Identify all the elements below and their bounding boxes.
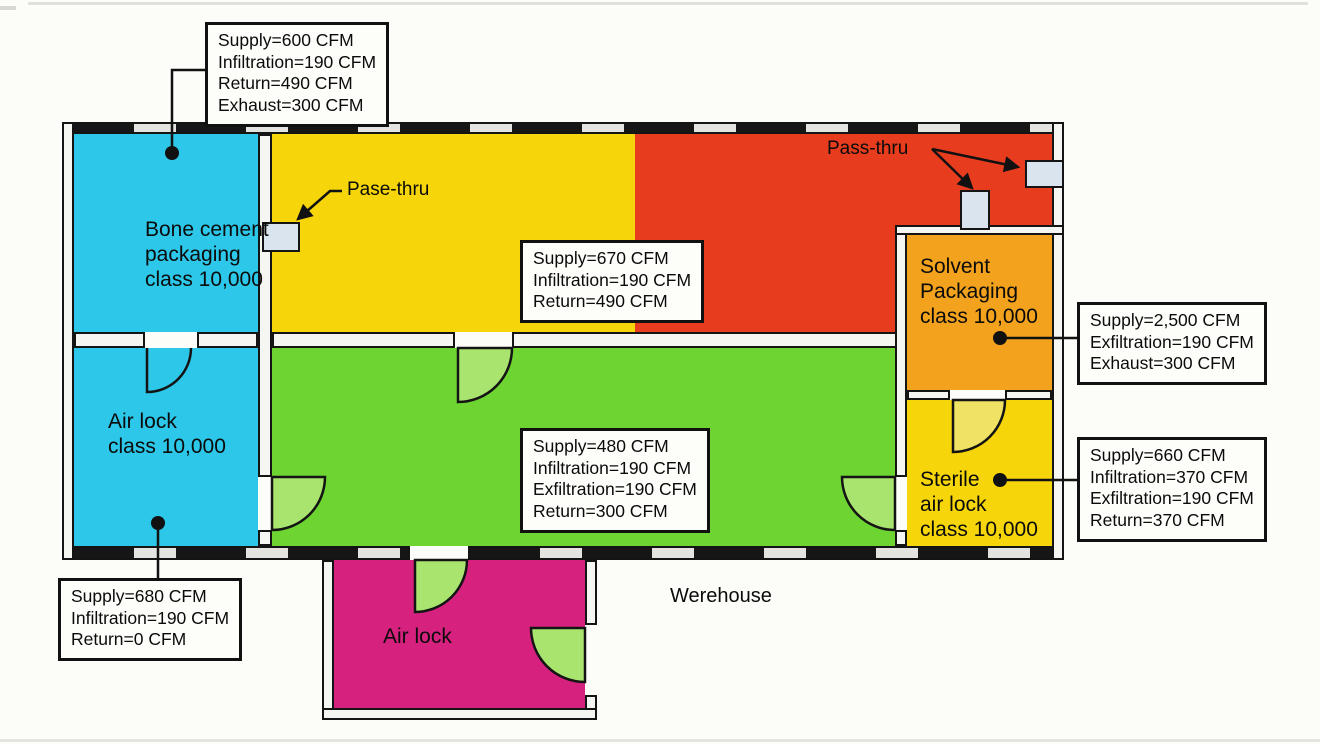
wall-bottom-right [468,546,1064,560]
annotation-line: Supply=670 CFM [533,248,669,268]
room-solvent-packaging [907,235,1052,390]
label-line: class 10,000 [108,434,226,458]
wall-mid-horizontal-left [272,332,455,348]
annotation-line: Infiltration=370 CFM [1090,466,1249,487]
arrow-pass-thru-right-1 [931,147,1021,173]
annotation-green-room: Supply=480 CFM Infiltration=190 CFM Exfi… [520,428,710,533]
annotation-line: Infiltration=190 CFM [71,607,230,628]
door-cyan-split [145,347,193,394]
leader-dot-air-lock [151,516,165,530]
leader-dot-bone-cement [165,146,179,160]
label-line: class 10,000 [145,267,263,291]
arrow-pass-thru-right-2 [931,148,974,190]
door-yellow-to-green [456,346,514,404]
annotation-line: Exfiltration=190 CFM [1090,488,1254,509]
wall-right-column-lower [895,530,907,546]
wall-solvent-bottom-right [1005,390,1052,400]
wall-airlock-bottom [322,708,597,720]
wall-left [62,122,74,560]
label-bottom-air-lock: Air lock [383,625,452,648]
door-airlock-to-green [270,475,327,532]
callout-pass-thru-right: Pass-thru [827,138,909,159]
callout-pass-thru-left: Pase-thru [347,179,430,200]
label-bone-cement: Bone cement packaging class 10,000 [145,218,269,292]
annotation-yellow-room: Supply=670 CFM Infiltration=190 CFM Retu… [520,240,705,324]
wall-cyan-split-left [74,332,145,348]
wall-cyan-vertical-lower [258,530,272,546]
room-bone-cement [74,134,258,332]
arrow-pass-thru-left [296,189,342,221]
annotation-line: Supply=480 CFM [533,436,669,456]
wall-cyan-vertical-upper [258,134,272,477]
annotation-air-lock: Supply=680 CFM Infiltration=190 CFM Retu… [58,578,243,662]
room-air-lock-main [74,348,258,546]
wall-cyan-split-right [197,332,258,348]
label-line: Sterile [920,468,980,491]
annotation-line: Exhaust=300 CFM [1090,353,1236,374]
leader-dot-sterile [993,473,1007,487]
leader-bone-cement [170,68,205,153]
annotation-line: Exfiltration=190 CFM [533,479,697,500]
annotation-line: Supply=2,500 CFM [1090,310,1241,330]
door-green-to-sterile [840,475,897,532]
annotation-line: Exfiltration=190 CFM [1090,331,1254,352]
leader-dot-solvent [993,331,1007,345]
label-line: Solvent [920,255,991,278]
scan-artifact-bottom [0,739,1320,742]
label-line: class 10,000 [920,304,1038,328]
annotation-line: Return=370 CFM [1090,510,1225,531]
door-solvent-to-sterile [951,398,1007,454]
annotation-line: Supply=600 CFM [218,30,354,50]
wall-solvent-bottom-left [907,390,950,400]
annotation-bone-cement: Supply=600 CFM Infiltration=190 CFM Retu… [205,22,390,127]
door-green-to-bottom-airlock [413,558,469,614]
label-line: Bone cement [145,218,269,241]
annotation-line: Infiltration=190 CFM [533,269,692,290]
label-air-lock-main: Air lock class 10,000 [108,410,226,460]
wall-airlock-right-upper [585,560,597,625]
annotation-line: Infiltration=190 CFM [218,51,377,72]
pass-thru-box-right-wall [1025,160,1064,188]
annotation-sterile: Supply=660 CFM Infiltration=370 CFM Exfi… [1077,437,1267,542]
label-line: air lock [920,492,987,516]
annotation-line: Infiltration=190 CFM [533,457,692,478]
annotation-line: Return=300 CFM [533,501,668,522]
label-solvent: Solvent Packaging class 10,000 [920,255,1038,329]
label-line: packaging [145,242,241,266]
annotation-line: Exhaust=300 CFM [218,95,364,116]
scan-artifact-top [28,2,1308,5]
pass-thru-box-solvent [960,190,990,230]
annotation-line: Return=490 CFM [218,73,353,94]
label-sterile-air-lock: Sterile air lock class 10,000 [920,468,1038,542]
scan-artifact-top-left [0,6,16,10]
annotation-line: Supply=660 CFM [1090,445,1226,465]
annotation-line: Return=0 CFM [71,629,187,650]
label-line: Air lock [108,410,177,433]
annotation-line: Return=490 CFM [533,291,668,312]
annotation-line: Supply=680 CFM [71,586,207,606]
label-warehouse: Werehouse [670,585,772,607]
wall-bottom-left [62,546,410,560]
door-bottom-airlock-to-warehouse [529,626,587,684]
annotation-solvent: Supply=2,500 CFM Exfiltration=190 CFM Ex… [1077,302,1267,386]
label-line: Packaging [920,279,1019,303]
label-line: class 10,000 [920,517,1038,541]
pass-thru-box-left [262,222,300,252]
